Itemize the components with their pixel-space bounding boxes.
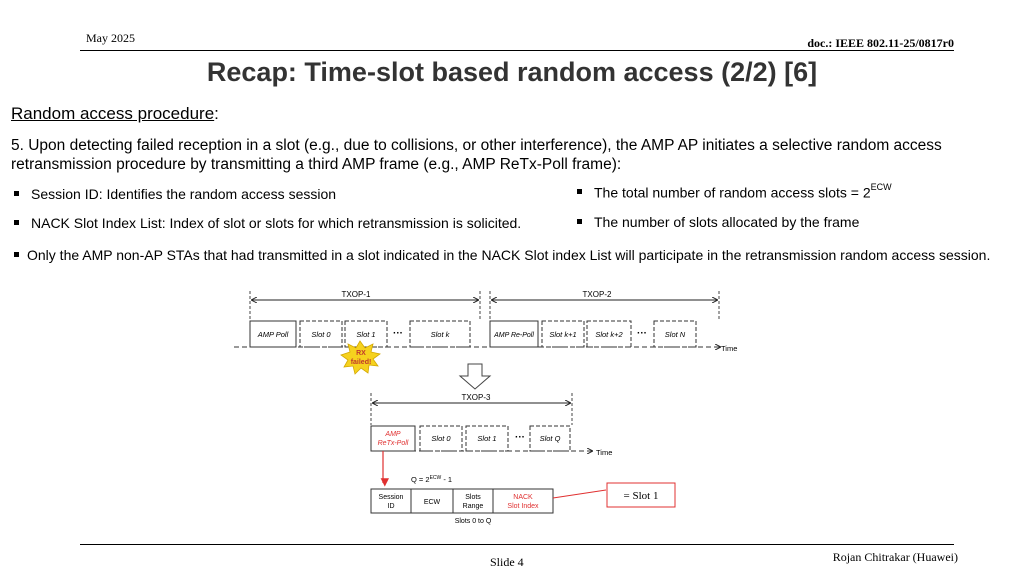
section-heading: Random access procedure: <box>11 104 219 124</box>
row2-time-label: Time <box>596 448 612 457</box>
callout-slot-1: = Slot 1 <box>624 490 659 502</box>
section-heading-text: Random access procedure <box>11 104 215 123</box>
row1-ellipsis: ··· <box>393 328 403 339</box>
bullet-text: The number of slots allocated by the fra… <box>594 214 860 230</box>
txop1-label: TXOP-1 <box>342 290 371 299</box>
header-divider <box>80 50 954 51</box>
row1-slot-1: Slot 1 <box>356 330 375 339</box>
procedure-paragraph: 5. Upon detecting failed reception in a … <box>11 137 942 173</box>
field-session-line1: Session <box>379 494 404 501</box>
bullet-superscript: ECW <box>870 182 892 192</box>
row2-slot-amp-line1: AMP <box>384 431 401 438</box>
bullet-session-id: Session ID: Identifies the random access… <box>14 186 336 202</box>
rx-failed-star-icon <box>340 340 381 375</box>
bullet-retransmission-participants: Only the AMP non-AP STAs that had transm… <box>11 246 1011 264</box>
field-ecw: ECW <box>424 499 441 506</box>
field-nack-line1: NACK <box>513 494 533 501</box>
row2-slot-1: Slot 1 <box>477 434 496 443</box>
row2-slot-0: Slot 0 <box>431 434 451 443</box>
bullet-nack-slot-index: NACK Slot Index List: Index of slot or s… <box>14 215 521 231</box>
bullet-marker-icon <box>14 251 19 257</box>
bullet-marker-icon <box>14 190 19 196</box>
bullet-text: NACK Slot Index List: Index of slot or s… <box>31 215 522 231</box>
footer-author: Rojan Chitrakar (Huawei) <box>832 550 958 564</box>
bullet-total-slots: The total number of random access slots … <box>577 182 892 201</box>
row1-slot-amp-repoll: AMP Re-Poll <box>493 332 534 339</box>
rx-failed-line1: RX <box>356 350 366 357</box>
footer-slide-number: Slide 4 <box>490 555 524 569</box>
row1-slot-0: Slot 0 <box>311 330 331 339</box>
header-doc-id: doc.: IEEE 802.11-25/0817r0 <box>807 36 954 50</box>
field-slots-line2: Range <box>463 503 484 510</box>
bullet-marker-icon <box>14 219 19 225</box>
down-arrow-icon <box>458 363 492 390</box>
row2-slot-q: Slot Q <box>540 434 561 443</box>
row2-ellipsis: ··· <box>515 432 525 443</box>
row1-slot-n: Slot N <box>665 330 686 339</box>
slots-range-label: Slots 0 to Q <box>455 518 492 525</box>
bullet-marker-icon <box>577 189 582 195</box>
txop3-label: TXOP-3 <box>462 393 491 402</box>
q-formula: Q = 2ECW - 1 <box>411 475 452 484</box>
bullet-marker-icon <box>577 218 582 224</box>
section-heading-colon: : <box>214 104 219 123</box>
row1-time-label: Time <box>721 344 737 353</box>
bullet-text: Session ID: Identifies the random access… <box>31 186 337 202</box>
row1-slot-k2: Slot k+2 <box>595 330 623 339</box>
field-nack-line2: Slot Index <box>507 503 539 510</box>
random-access-diagram: TXOP-1 TXOP-2 AMP Poll Slot 0 Slot 1 ···… <box>234 290 737 525</box>
bullet-slots-allocated: The number of slots allocated by the fra… <box>577 214 859 230</box>
row1b-ellipsis: ··· <box>637 328 647 339</box>
row1-slot-k1: Slot k+1 <box>549 330 576 339</box>
row1-slot-amp-poll: AMP Poll <box>257 330 289 339</box>
slide-title: Recap: Time-slot based random access (2/… <box>206 57 818 87</box>
field-slots-line1: Slots <box>465 494 481 501</box>
bullet-text: Only the AMP non-AP STAs that had transm… <box>27 247 991 263</box>
rx-failed-line2: failed! <box>351 359 372 366</box>
footer-divider <box>80 544 954 545</box>
header-date: May 2025 <box>86 31 135 45</box>
txop2-label: TXOP-2 <box>583 290 612 299</box>
row1-slot-k: Slot k <box>431 330 451 339</box>
row2-slot-amp-line2: ReTx-Poll <box>378 440 409 447</box>
bullet-text: The total number of random access slots … <box>594 184 871 201</box>
field-session-line2: ID <box>388 503 395 510</box>
